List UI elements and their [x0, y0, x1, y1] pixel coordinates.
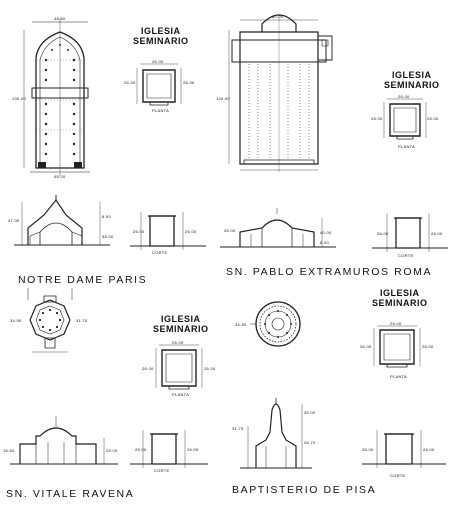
- san-pablo-plan-dim-top: 60.00: [272, 14, 284, 19]
- san-pablo-section-dim-3: 8.00: [320, 240, 329, 245]
- seminario-2-plan-dim-left: 26.00: [371, 116, 383, 121]
- pisa-plan-dim: 34.80: [235, 322, 247, 327]
- san-pablo-section-dim-2: 40.00: [320, 230, 332, 235]
- seminario-plan-4: [374, 326, 420, 367]
- seminario-plan-1: [137, 64, 181, 105]
- san-vitale-plan-dim-right: 31.70: [76, 318, 88, 323]
- seminario-1-section-dim-left: 26.00: [133, 229, 145, 234]
- seminario-1-title-line1: IGLESIA: [141, 26, 181, 36]
- seminario-3-plan-label: PLANTA: [172, 392, 190, 397]
- notre-dame-section-dim-1: 47.00: [8, 218, 20, 223]
- seminario-2-section-label: CORTE: [398, 253, 414, 258]
- seminario-section-1: [130, 212, 206, 250]
- notre-dame-plan-dim-side: 130.00: [12, 96, 27, 101]
- seminario-1-section-dim-right: 26.00: [185, 229, 197, 234]
- seminario-1-title: IGLESIA SEMINARIO: [133, 26, 189, 46]
- san-pablo-caption: SN. PABLO EXTRAMUROS ROMA: [226, 266, 433, 278]
- seminario-2-section-dim-right: 26.00: [431, 231, 443, 236]
- seminario-plan-3: [156, 345, 202, 389]
- seminario-3-plan-dim-top: 26.00: [172, 340, 184, 345]
- seminario-4-plan-dim-top: 26.00: [390, 321, 402, 326]
- seminario-4-plan-dim-right: 26.00: [422, 344, 434, 349]
- seminario-3-title-line1: IGLESIA: [161, 314, 201, 324]
- notre-dame-plan-dim-top: 48.50: [54, 16, 66, 21]
- seminario-4-title: IGLESIA SEMINARIO: [372, 288, 428, 308]
- seminario-section-4: [362, 430, 446, 468]
- seminario-2-plan-dim-top: 26.00: [398, 94, 410, 99]
- seminario-3-title: IGLESIA SEMINARIO: [153, 314, 209, 334]
- seminario-3-section-dim-left: 26.00: [135, 447, 147, 452]
- seminario-1-title-line2: SEMINARIO: [133, 36, 189, 46]
- pisa-section-dim-3: 26.70: [304, 440, 316, 445]
- seminario-1-section-label: CORTE: [152, 250, 168, 255]
- seminario-3-plan-dim-left: 26.00: [142, 366, 154, 371]
- san-pablo-plan-dim-side: 120.00: [216, 96, 231, 101]
- seminario-1-plan-dim-left: 26.00: [124, 80, 136, 85]
- seminario-2-section-dim-left: 26.00: [377, 231, 389, 236]
- pisa-caption: BAPTISTERIO DE PISA: [232, 484, 377, 496]
- san-pablo-section-dim-1: 26.00: [224, 228, 236, 233]
- seminario-3-section-dim-right: 26.00: [187, 447, 199, 452]
- seminario-section-2: [372, 213, 448, 252]
- seminario-2-plan-dim-right: 26.00: [427, 116, 439, 121]
- seminario-plan-2: [384, 99, 426, 139]
- notre-dame-plan: [24, 18, 90, 176]
- san-vitale-caption: SN. VITALE RAVENA: [6, 488, 135, 500]
- pisa-plan: [250, 302, 300, 346]
- seminario-3-section-label: CORTE: [154, 468, 170, 473]
- seminario-4-plan-label: PLANTA: [390, 374, 408, 379]
- san-vitale-section: [10, 416, 118, 464]
- san-vitale-section-dim-2: 28.00: [106, 448, 118, 453]
- seminario-4-plan-dim-left: 26.00: [360, 344, 372, 349]
- seminario-2-title: IGLESIA SEMINARIO: [384, 70, 440, 90]
- san-vitale-section-dim-1: 16.50: [3, 448, 15, 453]
- san-vitale-plan: [28, 288, 72, 352]
- seminario-3-title-line2: SEMINARIO: [153, 324, 209, 334]
- seminario-2-title-line1: IGLESIA: [392, 70, 432, 80]
- san-vitale-plan-dim-left: 34.50: [10, 318, 22, 323]
- seminario-1-plan-label: PLANTA: [152, 108, 170, 113]
- san-pablo-section: [220, 208, 336, 247]
- seminario-2-title-line2: SEMINARIO: [384, 80, 440, 90]
- notre-dame-section-dim-2: 8.00: [102, 214, 111, 219]
- notre-dame-plan-dim-bottom: 48.00: [54, 174, 66, 179]
- seminario-2-plan-label: PLANTA: [398, 144, 416, 149]
- pisa-section-dim-2: 35.00: [304, 410, 316, 415]
- seminario-4-section-dim-left: 26.00: [362, 447, 374, 452]
- seminario-1-plan-dim-right: 26.00: [183, 80, 195, 85]
- notre-dame-section-dim-3: 38.00: [102, 234, 114, 239]
- notre-dame-caption: NOTRE DAME PARIS: [18, 274, 148, 286]
- seminario-4-title-line2: SEMINARIO: [372, 298, 428, 308]
- san-pablo-plan: [229, 14, 332, 172]
- notre-dame-section: [14, 195, 110, 245]
- pisa-section-dim-1: 31.70: [232, 426, 244, 431]
- seminario-section-3: [130, 430, 208, 468]
- seminario-4-section-dim-right: 26.00: [423, 447, 435, 452]
- seminario-4-section-label: CORTE: [390, 473, 406, 478]
- seminario-4-title-line1: IGLESIA: [380, 288, 420, 298]
- seminario-3-plan-dim-right: 26.00: [204, 366, 216, 371]
- seminario-1-plan-dim-top: 26.00: [152, 59, 164, 64]
- pisa-section: [240, 398, 312, 468]
